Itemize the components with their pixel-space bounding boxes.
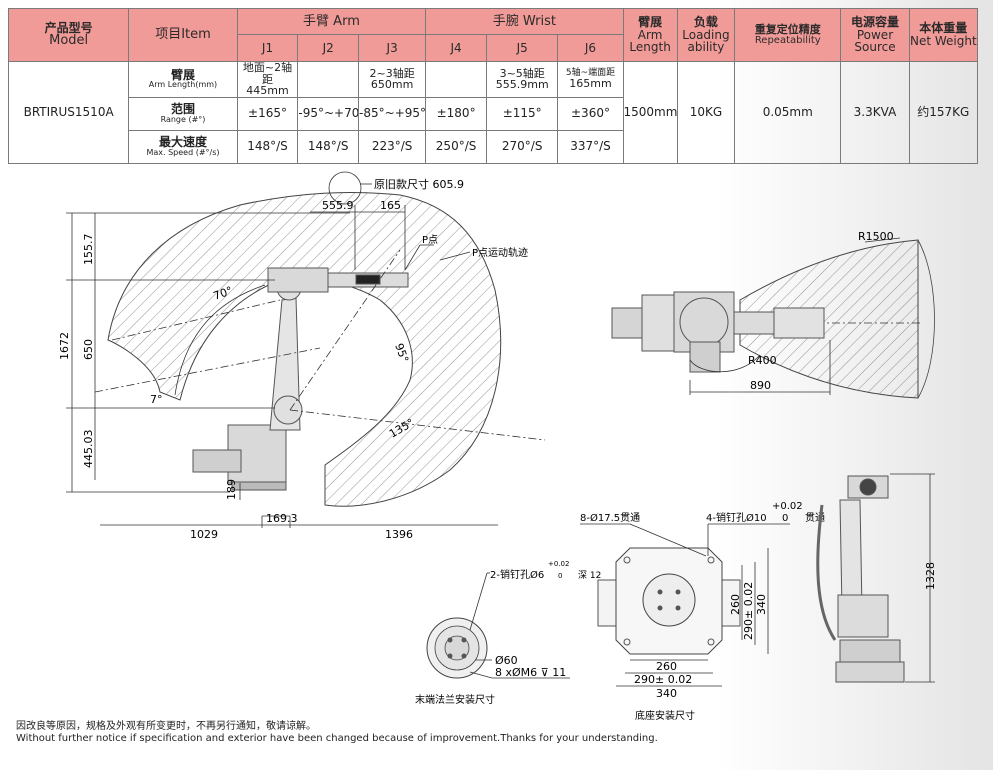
front-dim-1328: 1328 xyxy=(924,562,937,590)
flange-caption: 末端法兰安装尺寸 xyxy=(415,693,495,706)
flange-pin-tol-up: +0.02 xyxy=(548,560,569,568)
base-pin-tol-low: 0 xyxy=(782,513,788,524)
angle-70: 70° xyxy=(212,284,235,303)
header-axis-j3: J3 xyxy=(358,34,427,62)
top-view-drawing xyxy=(611,237,935,399)
flange-drawing xyxy=(426,572,570,679)
flange-d60: Ø60 xyxy=(495,654,518,667)
arm-length-value: 1500mm xyxy=(622,61,678,164)
dim-189: 189 xyxy=(225,479,238,500)
model-value: BRTIRUS1510A xyxy=(7,61,130,164)
cell-speed-j3: 223°/S xyxy=(358,129,427,164)
p-track-label: P点运动轨迹 xyxy=(472,246,528,259)
power-value: 3.3KVA xyxy=(840,61,910,164)
header-axis-j4: J4 xyxy=(425,34,487,62)
front-view-drawing xyxy=(816,473,935,683)
dim-1672: 1672 xyxy=(58,332,71,360)
dim-169-3: 169.3 xyxy=(266,512,298,525)
base-dim-340-h: 340 xyxy=(656,687,677,700)
dim-r400: R400 xyxy=(748,354,777,367)
cell-speed-j2: 148°/S xyxy=(297,129,360,164)
header-arm-group: 手臂 Arm xyxy=(236,8,427,35)
cell-speed-j1: 148°/S xyxy=(236,129,299,164)
base-dim-260-h: 260 xyxy=(656,660,677,673)
cell-range-j6: ±360° xyxy=(557,96,624,131)
dim-1029: 1029 xyxy=(190,528,218,541)
notice-zh: 因改良等原因，规格及外观有所变更时，不再另行通知，敬请谅解。 xyxy=(16,721,316,732)
dim-445-03: 445.03 xyxy=(82,430,95,469)
cell-range-j3: -85°~+95° xyxy=(358,96,427,131)
header-item: 项目Item xyxy=(128,8,238,62)
header-wrist-group: 手腕 Wrist xyxy=(425,8,624,35)
dim-165: 165 xyxy=(380,199,401,212)
header-axis-j1: J1 xyxy=(236,34,299,62)
base-drawing xyxy=(580,523,790,687)
base-dim-340-v: 340 xyxy=(755,594,768,615)
workspace-envelope xyxy=(107,191,502,507)
cell-range-j4: ±180° xyxy=(425,96,487,131)
base-holes-label: 8-Ø17.5贯通 xyxy=(580,512,640,524)
base-caption: 底座安装尺寸 xyxy=(635,709,695,722)
angle-95: 95° xyxy=(392,342,411,365)
side-view-drawing xyxy=(66,171,546,528)
angle-7: 7° xyxy=(150,393,163,406)
header-axis-j2: J2 xyxy=(297,34,360,62)
flange-pin-tol-low: 0 xyxy=(558,572,562,580)
cell-speed-j6: 337°/S xyxy=(557,129,624,164)
load-value: 10KG xyxy=(676,61,736,164)
old-size-label: 原旧款尺寸 605.9 xyxy=(374,177,464,191)
cell-range-j5: ±115° xyxy=(485,96,559,131)
base-pins-label: 4-销钉孔Ø10 xyxy=(706,511,767,524)
dim-155-7: 155.7 xyxy=(82,234,95,266)
notice-en: Without further notice if specification … xyxy=(16,733,658,744)
dim-r1500: R1500 xyxy=(858,230,894,243)
dim-890: 890 xyxy=(750,379,771,392)
cell-speed-j4: 250°/S xyxy=(425,129,487,164)
flange-m6: 8 xØM6 ⊽ 11 xyxy=(495,666,566,679)
repeatability-value: 0.05mm xyxy=(734,61,842,164)
p-point-label: P点 xyxy=(422,234,438,246)
base-pin-tol-up: +0.02 xyxy=(772,501,803,512)
robot-arm-top xyxy=(611,291,825,373)
cell-range-j2: -95°~+70° xyxy=(297,96,360,131)
robot-arm-side xyxy=(192,267,409,491)
flange-pin-label: 2-销钉孔Ø6 xyxy=(490,568,544,581)
dim-555-9: 555.9 xyxy=(322,199,354,212)
weight-value: 约157KG xyxy=(908,61,979,164)
flange-pin-depth: 深 12 xyxy=(578,570,601,581)
base-dim-290-h: 290± 0.02 xyxy=(634,673,692,686)
dim-650: 650 xyxy=(82,339,95,360)
header-axis-j6: J6 xyxy=(557,34,624,62)
cell-speed-j5: 270°/S xyxy=(485,129,559,164)
header-axis-j5: J5 xyxy=(485,34,559,62)
base-dim-260-v: 260 xyxy=(729,594,742,615)
dim-1396: 1396 xyxy=(385,528,413,541)
base-dim-290-v: 290± 0.02 xyxy=(742,582,755,640)
